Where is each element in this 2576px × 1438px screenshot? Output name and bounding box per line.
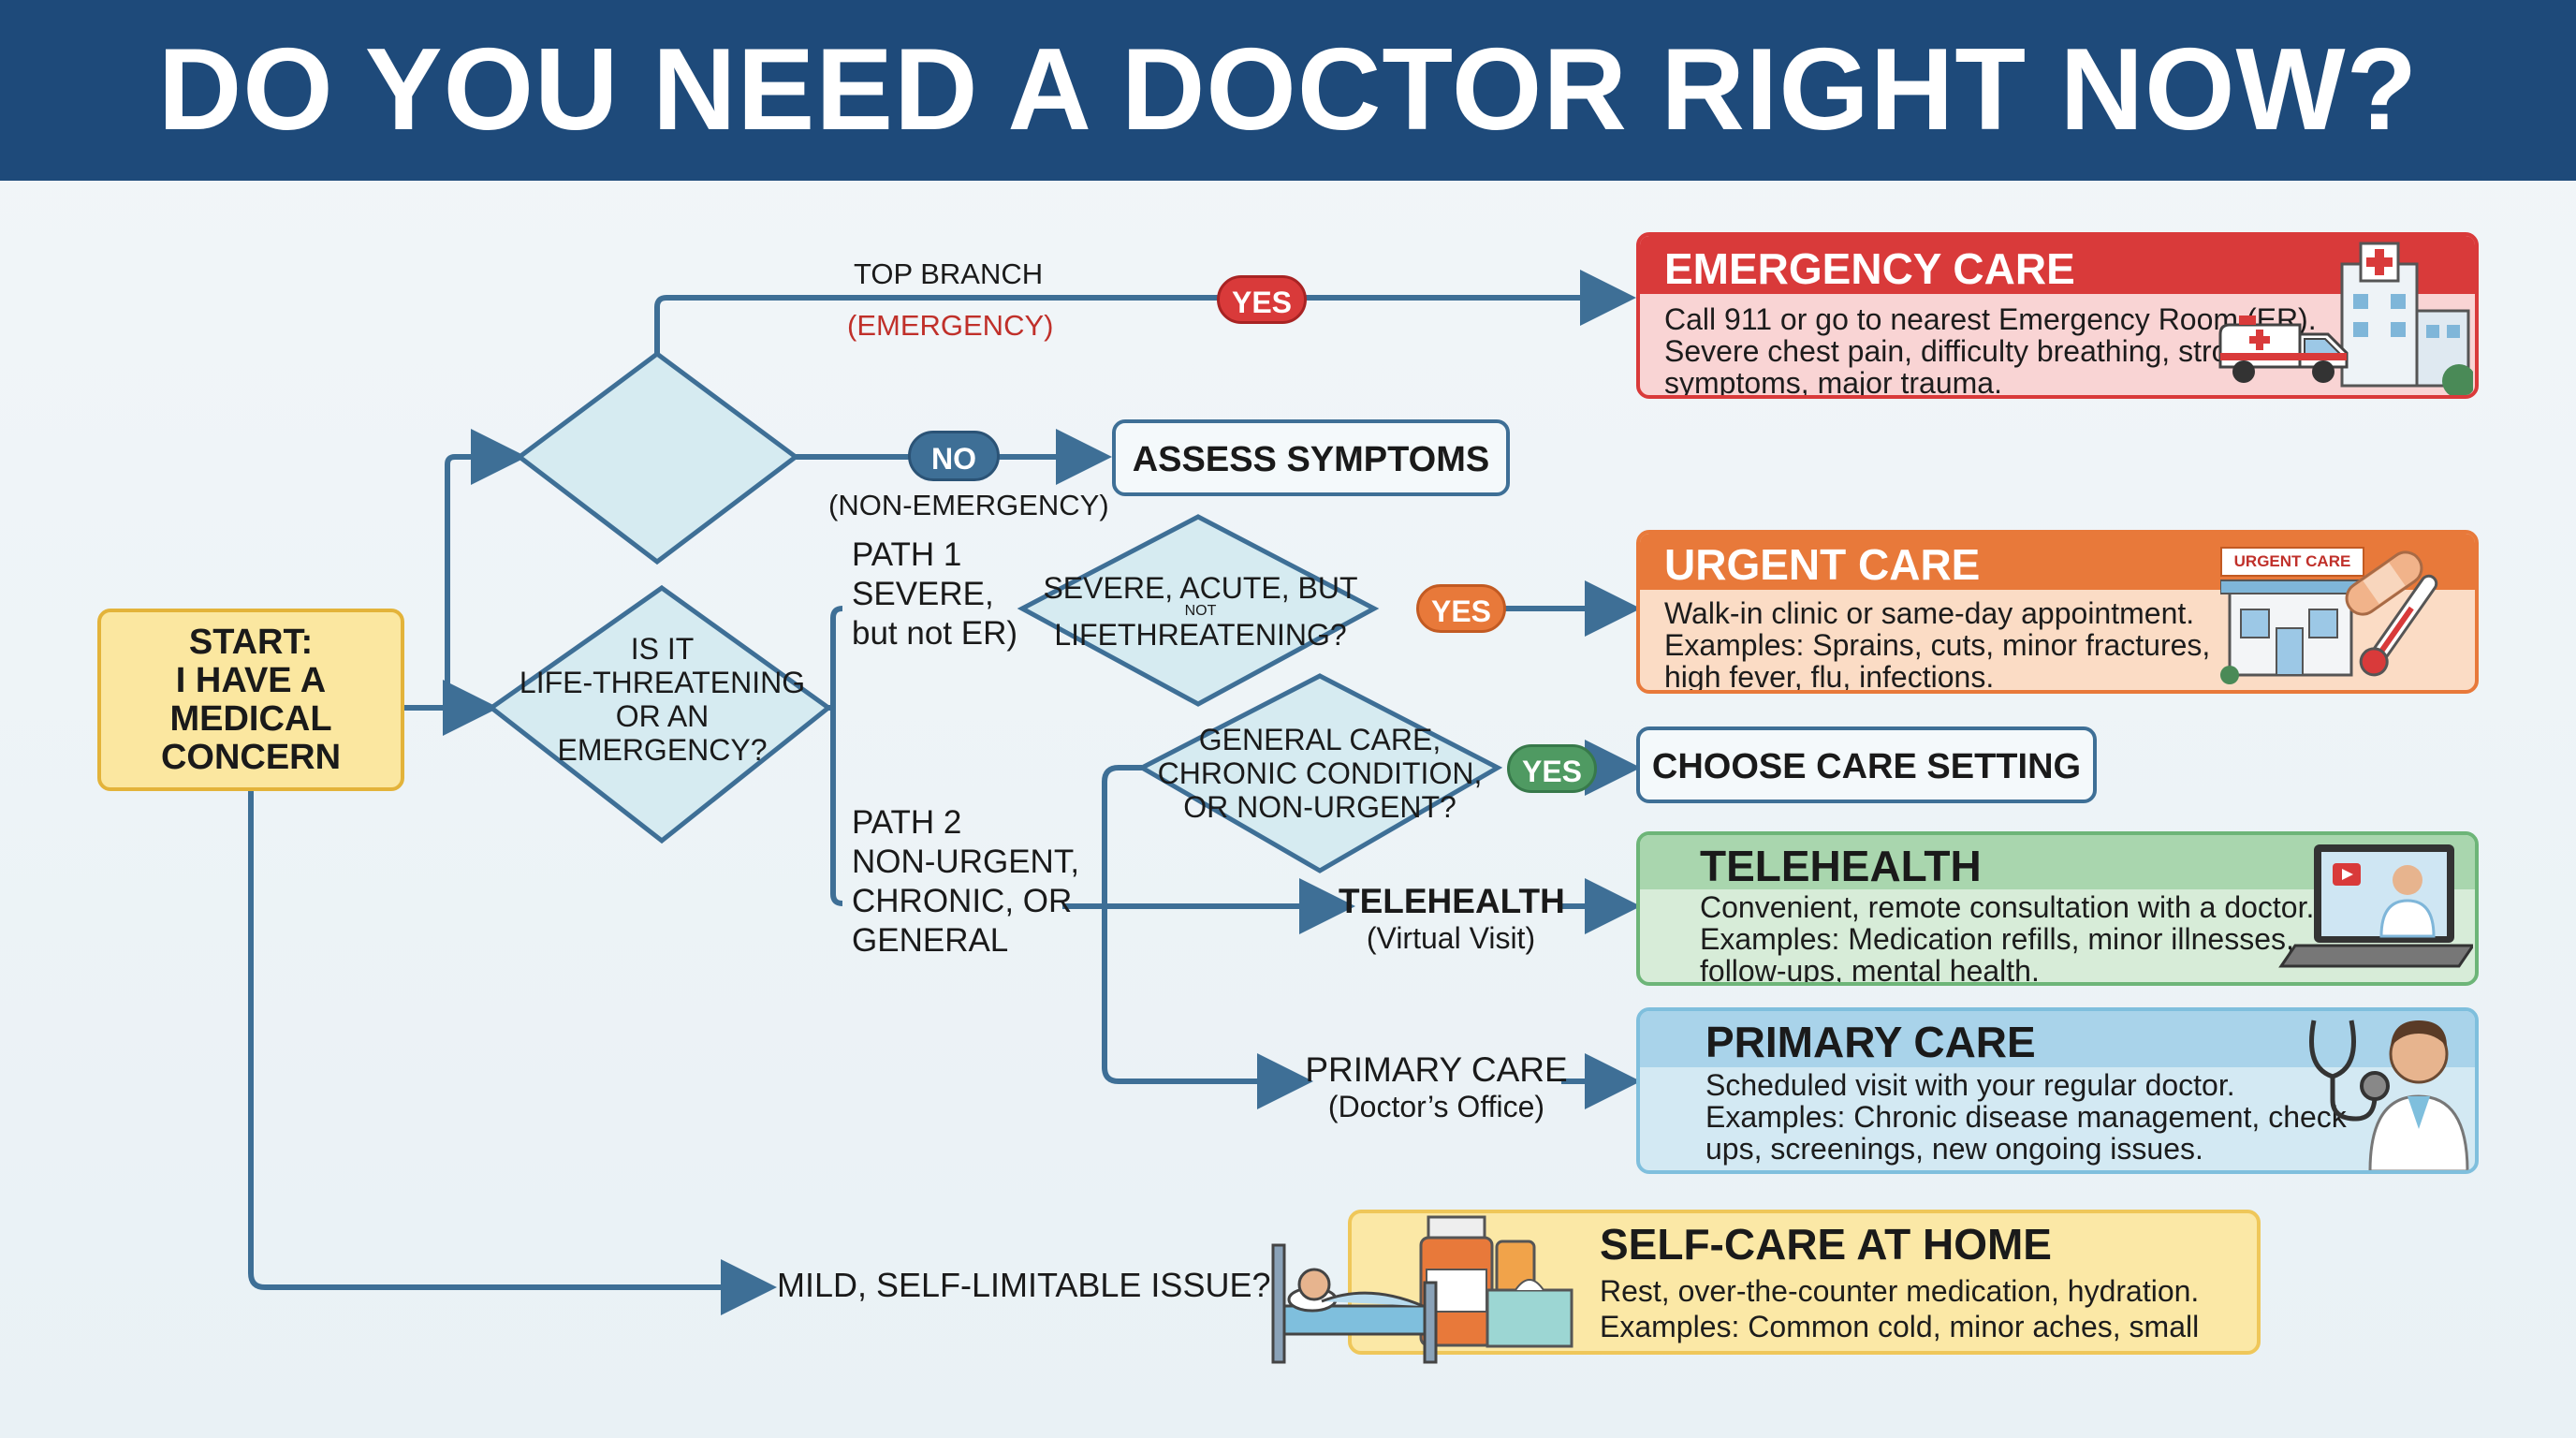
- choose-care-setting-box: CHOOSE CARE SETTING: [1636, 726, 2097, 803]
- top-branch-label: TOP BRANCH: [854, 257, 1044, 290]
- urgent-care-building-icon: URGENT CARE: [2220, 539, 2379, 689]
- telehealth-card-line-1: Convenient, remote consultation with a d…: [1700, 890, 2315, 924]
- severe-decision-line-2: LIFETHREATENING?: [1054, 618, 1347, 652]
- path2-line-4: GENERAL: [852, 922, 1009, 959]
- general-yes-badge: YES: [1507, 744, 1597, 793]
- main-decision-line-3: OR AN: [615, 699, 710, 733]
- urgent-card-body: Walk-in clinic or same-day appointment. …: [1664, 596, 2211, 694]
- emergency-card-line-1: Call 911 or go to nearest Emergency Room…: [1664, 302, 2317, 336]
- telehealth-card-line-2: Examples: Medication refills, minor illn…: [1700, 922, 2294, 956]
- primary-card-line-3: ups, screenings, new ongoing issues.: [1705, 1132, 2203, 1166]
- general-decision-line-3: OR NON-URGENT?: [1183, 790, 1456, 824]
- mild-question-label: MILD, SELF-LIMITABLE ISSUE?: [777, 1266, 1271, 1304]
- telehealth-node-sub: (Virtual Visit): [1366, 921, 1536, 955]
- page-title: DO YOU NEED A DOCTOR RIGHT NOW?: [157, 25, 2419, 154]
- primary-care-node: PRIMARY CARE (Doctor’s Office): [1303, 1050, 1570, 1124]
- telehealth-node-label: TELEHEALTH: [1339, 882, 1565, 920]
- emergency-care-card: EMERGENCY CARE Call 911 or go to nearest…: [1636, 232, 2479, 399]
- non-emergency-label: (NON-EMERGENCY): [828, 489, 1109, 521]
- urgent-care-card: URGENT CARE Walk-in clinic or same-day a…: [1636, 530, 2479, 694]
- primary-card-header: [1640, 1011, 2475, 1067]
- start-line-1: START:: [188, 623, 314, 662]
- path2-line-3: CHRONIC, OR: [852, 883, 1073, 919]
- main-decision-diamond: [487, 584, 833, 844]
- main-decision-line-2: LIFE-THREATENING: [519, 666, 806, 699]
- telehealth-card-title: TELEHEALTH: [1700, 842, 1982, 890]
- emergency-yes-badge: YES: [1217, 275, 1307, 324]
- urgent-care-sign: URGENT CARE: [2220, 547, 2364, 577]
- start-line-2: I HAVE A: [175, 661, 327, 700]
- severe-decision-line-1: SEVERE, ACUTE, BUT: [1043, 571, 1358, 605]
- severe-decision-small: NOT: [1184, 603, 1217, 619]
- hospital-icon: [2340, 242, 2473, 395]
- telehealth-card-body: Convenient, remote consultation with a d…: [1700, 890, 2315, 986]
- doctor-icon: [2368, 1020, 2469, 1170]
- emergency-card-title: EMERGENCY CARE: [1664, 244, 2075, 293]
- main-decision-line-1: IS IT: [630, 632, 695, 666]
- main-decision-text: IS IT LIFE-THREATENING OR AN EMERGENCY?: [496, 632, 828, 767]
- top-decision-diamond: [515, 350, 800, 565]
- path1-line-2: SEVERE,: [852, 576, 994, 612]
- emergency-card-header: [1640, 236, 2475, 294]
- general-decision-line-2: CHRONIC CONDITION,: [1157, 756, 1483, 790]
- self-care-card-line-1: Rest, over-the-counter medication, hydra…: [1600, 1274, 2200, 1308]
- path1-line-3: but not ER): [852, 615, 1018, 652]
- emergency-card-line-2: Severe chest pain, difficulty breathing,…: [1664, 334, 2261, 368]
- primary-card-line-2: Examples: Chronic disease management, ch…: [1705, 1100, 2357, 1134]
- assess-symptoms-box: ASSESS SYMPTOMS: [1112, 419, 1510, 496]
- urgent-card-line-2: Examples: Sprains, cuts, minor fractures…: [1664, 628, 2211, 662]
- path1-label: PATH 1 SEVERE, but not ER): [852, 536, 1017, 653]
- severe-decision-text: SEVERE, ACUTE, BUT NOT LIFETHREATENING?: [1030, 571, 1371, 652]
- primary-care-card: PRIMARY CARE Scheduled visit with your r…: [1636, 1007, 2479, 1174]
- emergency-card-body: Call 911 or go to nearest Emergency Room…: [1664, 302, 2317, 399]
- telehealth-card-line-3: follow-ups, mental health.: [1700, 954, 2040, 986]
- telehealth-node: TELEHEALTH (Virtual Visit): [1339, 882, 1565, 956]
- emergency-card-line-3: symptoms, major trauma.: [1664, 366, 2002, 399]
- ambulance-icon: [2218, 315, 2349, 383]
- primary-card-line-1: Scheduled visit with your regular doctor…: [1705, 1068, 2235, 1102]
- bed-patient-icon: [1271, 1243, 1438, 1364]
- title-bar: [0, 0, 2576, 181]
- urgent-yes-badge: YES: [1416, 584, 1506, 633]
- bandage-icon: [2345, 550, 2423, 616]
- primary-care-node-sub: (Doctor’s Office): [1327, 1090, 1545, 1123]
- primary-card-body: Scheduled visit with your regular doctor…: [1705, 1069, 2356, 1165]
- primary-card-title: PRIMARY CARE: [1705, 1018, 2036, 1066]
- urgent-card-title: URGENT CARE: [1664, 540, 1981, 589]
- primary-care-node-label: PRIMARY CARE: [1305, 1050, 1568, 1089]
- general-decision-diamond: [1136, 673, 1503, 873]
- urgent-card-line-3: high fever, flu, infections.: [1664, 660, 1995, 694]
- start-line-4: CONCERN: [160, 738, 342, 777]
- self-care-card-line-2: Examples: Common cold, minor aches, smal…: [1600, 1310, 2200, 1351]
- start-box: START: I HAVE A MEDICAL CONCERN: [97, 609, 404, 791]
- path2-line-1: PATH 2: [852, 804, 962, 841]
- stethoscope-icon: [2309, 1020, 2390, 1122]
- self-care-card-title: SELF-CARE AT HOME: [1600, 1220, 2052, 1269]
- self-care-card: SELF-CARE AT HOME Rest, over-the-counter…: [1348, 1210, 2261, 1355]
- path1-line-1: PATH 1: [852, 536, 962, 573]
- general-decision-text: GENERAL CARE, CHRONIC CONDITION, OR NON-…: [1147, 723, 1493, 824]
- main-decision-line-4: EMERGENCY?: [557, 733, 768, 767]
- start-line-3: MEDICAL: [169, 699, 332, 739]
- no-badge: NO: [908, 431, 1000, 481]
- tissue-box-icon: [1486, 1240, 1573, 1348]
- urgent-card-line-1: Walk-in clinic or same-day appointment.: [1664, 596, 2195, 630]
- general-decision-line-1: GENERAL CARE,: [1198, 723, 1442, 756]
- path2-label: PATH 2 NON-URGENT, CHRONIC, OR GENERAL: [852, 803, 1079, 961]
- severe-decision-diamond: [1017, 514, 1380, 707]
- path2-line-2: NON-URGENT,: [852, 844, 1080, 880]
- self-care-card-body: Rest, over-the-counter medication, hydra…: [1600, 1273, 2257, 1351]
- telehealth-card: TELEHEALTH Convenient, remote consultati…: [1636, 831, 2479, 986]
- laptop-doctor-icon: [2278, 844, 2473, 968]
- thermometer-icon: [2359, 574, 2438, 677]
- top-branch-sublabel: (EMERGENCY): [847, 309, 1054, 342]
